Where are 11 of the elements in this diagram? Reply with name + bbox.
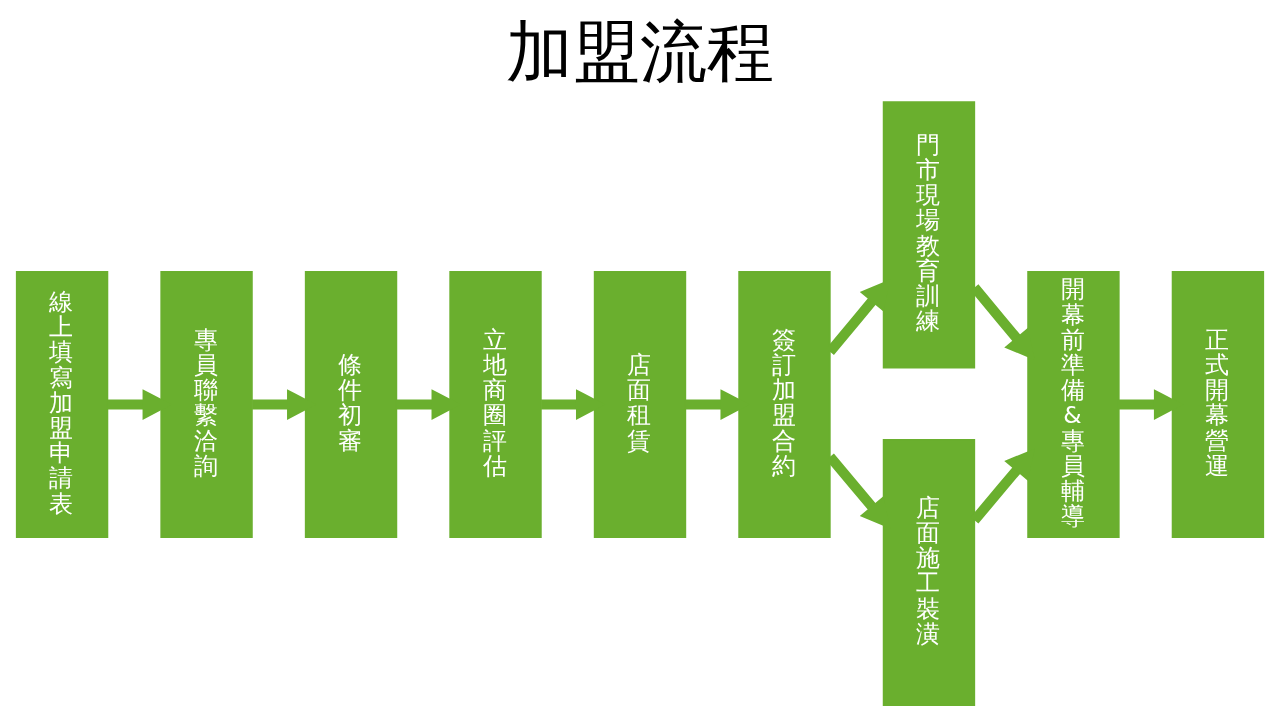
node-box: 店面施工裝潢 [882, 438, 975, 707]
node-box: 立地商圈評估 [448, 270, 542, 539]
diagram-title: 加盟流程 [505, 13, 774, 92]
node-box: 專員聯繫洽詢 [159, 270, 253, 539]
node-box: 開幕前準備&專員輔導 [1026, 270, 1120, 539]
node-box: 簽訂加盟合約 [737, 270, 831, 539]
node-box: 正式開幕營運 [1171, 270, 1264, 539]
node-box: 門市現場教育訓練 [882, 101, 975, 369]
node-box: 線上填寫加盟申請表 [15, 270, 108, 539]
node-box: 條件初審 [304, 270, 397, 539]
node-box: 店面租賃 [593, 270, 686, 539]
